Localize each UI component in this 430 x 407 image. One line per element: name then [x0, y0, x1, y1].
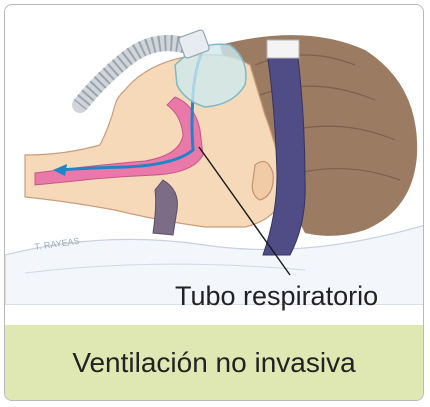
- tube-label: Tubo respiratorio: [175, 281, 379, 311]
- niv-illustration: T. RAYEAS: [5, 29, 423, 305]
- caption-text: Ventilación no invasiva: [72, 347, 356, 378]
- figure-card: T. RAYEAS Tubo respiratorio Ventilación …: [4, 4, 424, 401]
- airflow-arrowhead: [53, 164, 67, 176]
- pillow: [5, 224, 423, 305]
- caption-band: Ventilación no invasiva: [5, 325, 423, 400]
- mask: [174, 43, 247, 108]
- ear: [251, 160, 274, 201]
- chin-strap: [152, 179, 178, 236]
- strap-clip: [266, 39, 300, 59]
- hair: [220, 35, 418, 236]
- label-pointer-line: [198, 146, 291, 276]
- hose-connector: [178, 29, 210, 59]
